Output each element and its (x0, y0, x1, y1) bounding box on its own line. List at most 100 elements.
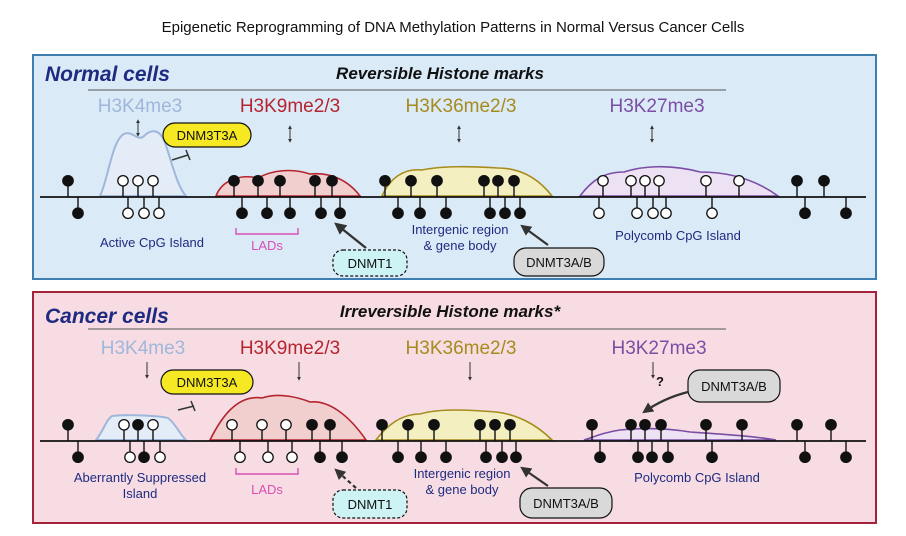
cancer-panel-box (32, 291, 877, 524)
normal-dnmt1-label: DNMT1 (348, 256, 393, 271)
methylated-cpg (840, 197, 852, 220)
cancer-cpg-sites (62, 418, 852, 464)
cancer-panel-label: Cancer cells (45, 305, 169, 328)
cancer-dnmt1-badge (332, 489, 408, 519)
methylated-cpg (62, 174, 74, 197)
methylated-cpg (489, 418, 501, 441)
unmethylated-cpg (138, 197, 150, 220)
methylated-cpg (336, 441, 348, 464)
cancer-inhibition-symbol (177, 400, 196, 412)
cancer-suppressed-label-2: Island (123, 486, 158, 501)
unmethylated-cpg (226, 418, 238, 441)
methylated-cpg (326, 174, 338, 197)
unmethylated-cpg (625, 174, 637, 197)
normal-lads-bracket (235, 228, 299, 235)
normal-inhibition-symbol (171, 149, 191, 161)
methylated-cpg (414, 197, 426, 220)
normal-h3k27-label: H3K27me3 (609, 96, 704, 117)
unmethylated-cpg (262, 441, 274, 464)
cancer-intergenic-label-2: & gene body (425, 482, 499, 497)
methylated-cpg (306, 418, 318, 441)
methylated-cpg (706, 441, 718, 464)
cancer-subtitle: Irreversible Histone marks* (340, 302, 562, 321)
unmethylated-cpg (118, 418, 130, 441)
cancer-h3k36-peak (374, 409, 554, 441)
cancer-question-mark: ? (656, 374, 664, 389)
methylated-cpg (818, 174, 830, 197)
normal-lads-label: LADs (251, 238, 283, 253)
methylated-cpg (496, 441, 508, 464)
normal-active-island-label: Active CpG Island (100, 235, 204, 250)
cancer-h3k27-peak (583, 427, 777, 441)
unmethylated-cpg (733, 174, 745, 197)
methylated-cpg (324, 418, 336, 441)
methylated-cpg (662, 441, 674, 464)
cancer-panel: Cancer cells Irreversible Histone marks*… (32, 291, 877, 524)
methylated-cpg (646, 441, 658, 464)
methylated-cpg (639, 418, 651, 441)
normal-dnmt3ab-badge (513, 247, 605, 277)
normal-h3k36-label: H3K36me2/3 (406, 96, 517, 117)
methylated-cpg (799, 197, 811, 220)
normal-dnmt1-arrow (334, 222, 367, 249)
methylated-cpg (72, 197, 84, 220)
methylated-cpg (415, 441, 427, 464)
unmethylated-cpg (154, 441, 166, 464)
methylated-cpg (478, 174, 490, 197)
methylated-cpg (499, 197, 511, 220)
methylated-cpg (334, 197, 346, 220)
methylated-cpg (492, 174, 504, 197)
methylated-cpg (840, 441, 852, 464)
methylated-cpg (480, 441, 492, 464)
cancer-suppressed-label-1: Aberrantly Suppressed (74, 470, 206, 485)
methylated-cpg (228, 174, 240, 197)
cancer-h3k36-label: H3K36me2/3 (406, 338, 517, 359)
methylated-cpg (508, 174, 520, 197)
normal-dnmt3ab-label: DNMT3A/B (526, 255, 592, 270)
methylated-cpg (405, 174, 417, 197)
methylated-cpg (62, 418, 74, 441)
methylated-cpg (632, 441, 644, 464)
methylated-cpg (484, 197, 496, 220)
normal-dnm3t3a-label: DNM3T3A (177, 128, 238, 143)
methylated-cpg (594, 441, 606, 464)
unmethylated-cpg (132, 174, 144, 197)
cancer-polycomb-label: Polycomb CpG Island (634, 470, 760, 485)
unmethylated-cpg (706, 197, 718, 220)
cancer-dnmt3ab-label-bottom: DNMT3A/B (533, 496, 599, 511)
unmethylated-cpg (124, 441, 136, 464)
methylated-cpg (284, 197, 296, 220)
methylated-cpg (252, 174, 264, 197)
unmethylated-cpg (147, 418, 159, 441)
unmethylated-cpg (653, 174, 665, 197)
unmethylated-cpg (660, 197, 672, 220)
normal-h3k9-label: H3K9me2/3 (240, 96, 340, 117)
methylated-cpg (655, 418, 667, 441)
cancer-oneway-arrows (145, 362, 655, 381)
normal-dnmt1-badge (332, 249, 408, 277)
methylated-cpg (586, 418, 598, 441)
methylated-cpg (72, 441, 84, 464)
cancer-dnmt3ab-badge-top (687, 369, 781, 403)
figure-title: Epigenetic Reprogramming of DNA Methylat… (162, 19, 745, 36)
normal-panel: Normal cells Reversible Histone marks H3… (32, 54, 877, 280)
normal-subtitle: Reversible Histone marks (336, 64, 544, 83)
unmethylated-cpg (700, 174, 712, 197)
methylated-cpg (440, 441, 452, 464)
normal-cpg-sites (62, 174, 852, 220)
unmethylated-cpg (286, 441, 298, 464)
unmethylated-cpg (153, 197, 165, 220)
cancer-lads-label: LADs (251, 482, 283, 497)
cancer-h3k27-label: H3K27me3 (611, 338, 706, 359)
cancer-dnmt1-arrow (334, 468, 357, 489)
cancer-dnmt3ab-badge-bottom (519, 487, 613, 519)
normal-reversible-arrows (136, 119, 654, 143)
normal-intergenic-label-1: Intergenic region (412, 222, 509, 237)
cancer-h3k9-label: H3K9me2/3 (240, 338, 340, 359)
methylated-cpg (440, 197, 452, 220)
methylated-cpg (791, 174, 803, 197)
cancer-dnmt3ab-label-top: DNMT3A/B (701, 379, 767, 394)
unmethylated-cpg (122, 197, 134, 220)
unmethylated-cpg (593, 197, 605, 220)
normal-polycomb-label: Polycomb CpG Island (615, 228, 741, 243)
